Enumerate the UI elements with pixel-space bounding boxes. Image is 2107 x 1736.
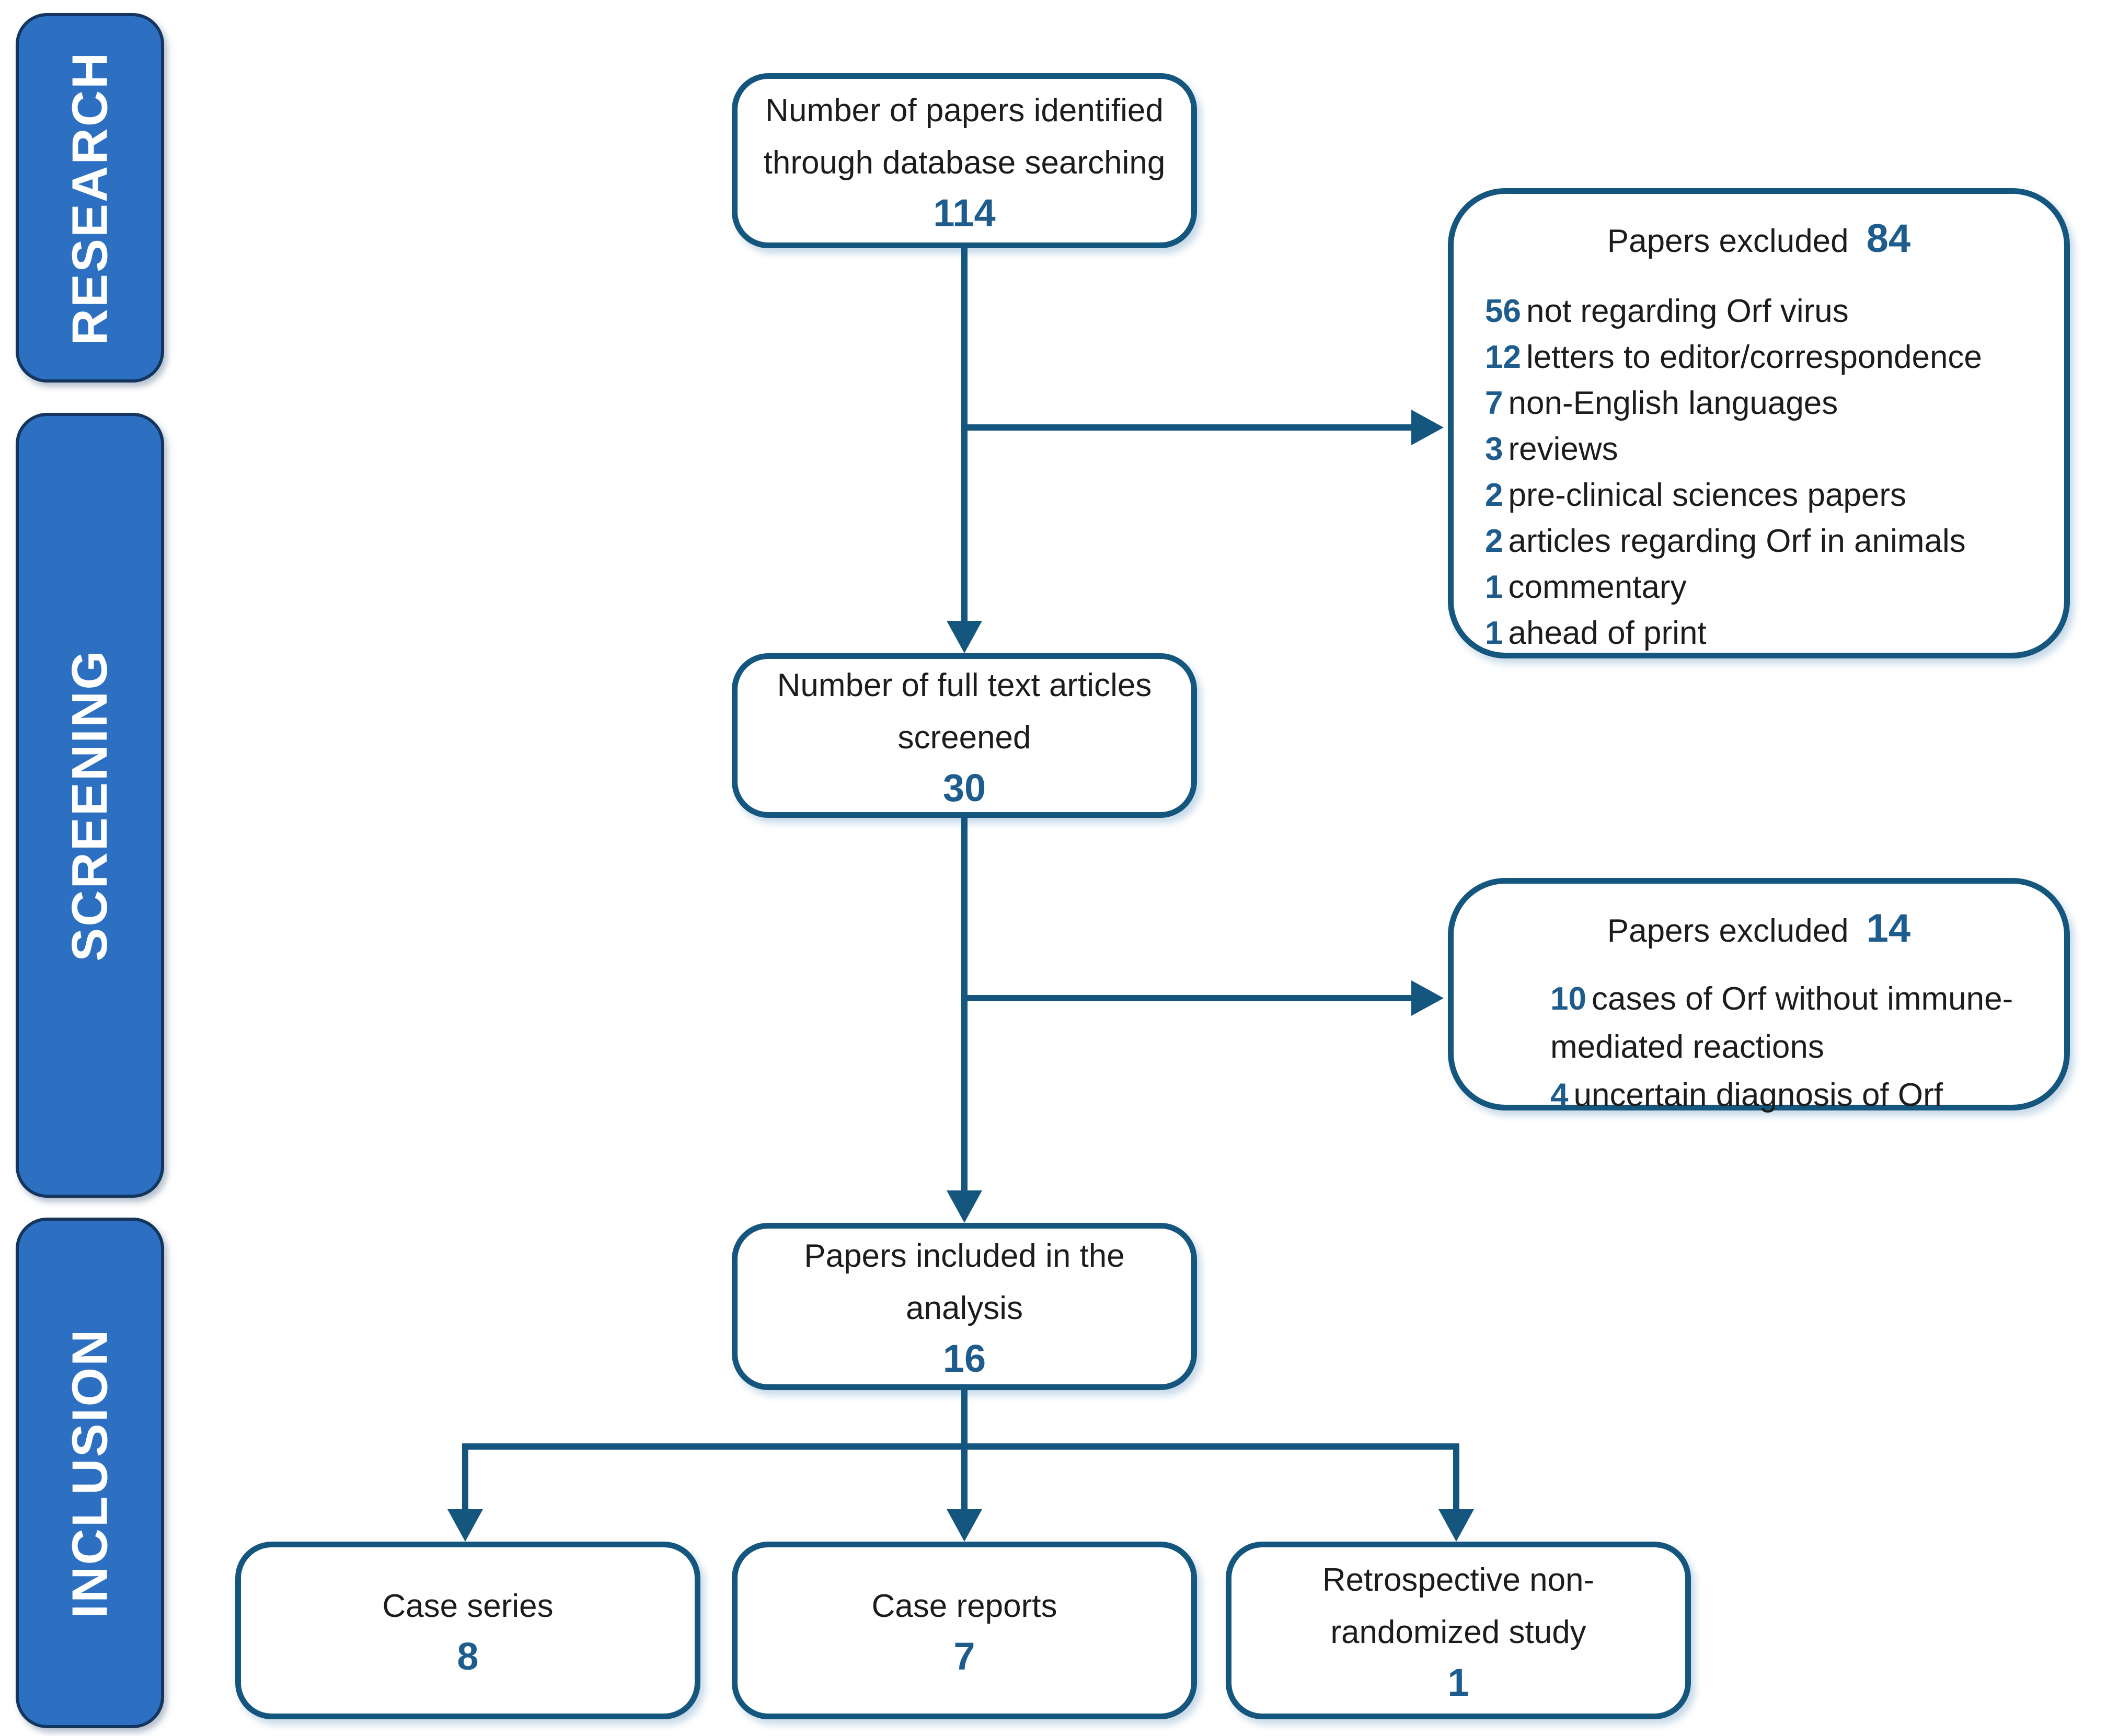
connector-outcomes-crossbar bbox=[462, 1443, 1459, 1450]
connector-branch-excluded-1 bbox=[964, 424, 1414, 431]
case-reports-count: 7 bbox=[953, 1635, 975, 1678]
stage-screening-label: SCREENING bbox=[62, 649, 118, 962]
box-case-reports: Case reports 7 bbox=[732, 1542, 1197, 1719]
papers-included-text-line2: analysis bbox=[906, 1290, 1023, 1326]
papers-included-text-line1: Papers included in the bbox=[804, 1238, 1125, 1274]
connector-drop-case-reports bbox=[961, 1446, 968, 1510]
papers-excluded-2-count: 14 bbox=[1866, 906, 1911, 951]
papers-identified-count: 114 bbox=[933, 191, 996, 235]
box-papers-included: Papers included in the analysis 16 bbox=[732, 1223, 1197, 1390]
stage-inclusion-label: INCLUSION bbox=[62, 1328, 118, 1618]
case-series-label: Case series bbox=[382, 1588, 554, 1624]
connector-drop-retrospective bbox=[1453, 1443, 1459, 1510]
connector-included-down bbox=[961, 1390, 968, 1446]
stage-research: RESEARCH bbox=[16, 13, 164, 383]
box-retrospective-study: Retrospective non-randomized study 1 bbox=[1226, 1542, 1691, 1719]
box-fulltext-screened: Number of full text articles screened 30 bbox=[732, 653, 1197, 818]
connector-branch-excluded-2 bbox=[964, 995, 1414, 1001]
connector-screened-to-included bbox=[961, 818, 968, 1191]
arrowhead-into-retrospective bbox=[1438, 1509, 1474, 1542]
papers-excluded-2-title: Papers excluded 14 bbox=[1454, 906, 2064, 951]
stage-research-label: RESEARCH bbox=[62, 51, 118, 345]
papers-identified-text-line2: through database searching bbox=[763, 144, 1166, 181]
papers-excluded-1-title-text: Papers excluded bbox=[1607, 223, 1849, 259]
box-case-series: Case series 8 bbox=[235, 1542, 700, 1719]
arrowhead-into-excluded-1 bbox=[1411, 410, 1444, 445]
papers-excluded-1-count: 84 bbox=[1866, 216, 1911, 261]
papers-included-count: 16 bbox=[942, 1337, 986, 1380]
retrospective-study-label: Retrospective non-randomized study bbox=[1322, 1562, 1595, 1650]
fulltext-screened-text-line2: screened bbox=[897, 719, 1031, 756]
arrowhead-into-case-series bbox=[447, 1509, 483, 1542]
arrowhead-into-included bbox=[947, 1190, 982, 1223]
case-reports-label: Case reports bbox=[871, 1588, 1057, 1624]
arrowhead-into-screened bbox=[947, 621, 982, 653]
fulltext-screened-text-line1: Number of full text articles bbox=[777, 667, 1152, 703]
fulltext-screened-count: 30 bbox=[942, 766, 986, 809]
retrospective-study-count: 1 bbox=[1447, 1661, 1469, 1704]
connector-drop-case-series bbox=[462, 1443, 468, 1510]
connector-identified-to-screened bbox=[961, 248, 968, 622]
stage-inclusion: INCLUSION bbox=[16, 1218, 164, 1728]
papers-identified-text-line1: Number of papers identified bbox=[765, 92, 1164, 129]
arrowhead-into-case-reports bbox=[947, 1509, 982, 1542]
papers-excluded-2-title-text: Papers excluded bbox=[1607, 913, 1849, 949]
arrowhead-into-excluded-2 bbox=[1411, 980, 1444, 1016]
box-papers-identified: Number of papers identified through data… bbox=[732, 73, 1197, 248]
stage-screening: SCREENING bbox=[16, 413, 164, 1198]
papers-excluded-1-title: Papers excluded 84 bbox=[1454, 216, 2064, 261]
case-series-count: 8 bbox=[457, 1635, 479, 1678]
